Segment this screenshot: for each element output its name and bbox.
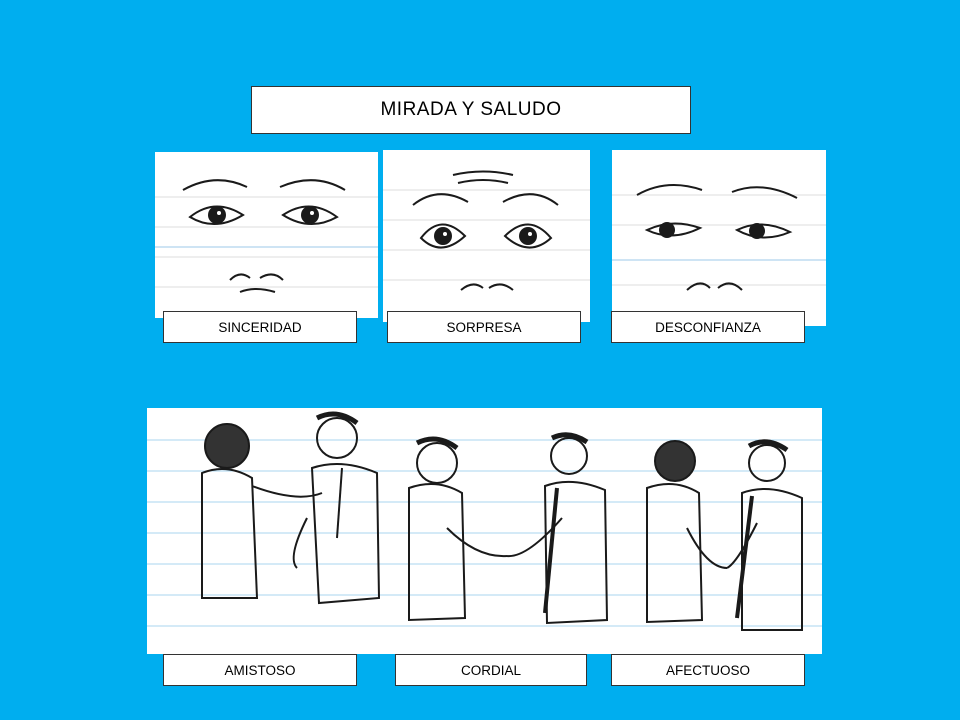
sincere-eyes-drawing <box>155 152 378 318</box>
distrustful-eyes-drawing <box>612 150 826 326</box>
label-desconfianza: DESCONFIANZA <box>611 311 805 343</box>
label-sinceridad: SINCERIDAD <box>163 311 357 343</box>
slide-title: MIRADA Y SALUDO <box>251 86 691 134</box>
label-sorpresa: SORPRESA <box>387 311 581 343</box>
cordial-handshake-drawing <box>408 432 609 625</box>
friendly-greeting-drawing <box>201 411 381 605</box>
label-amistoso: AMISTOSO <box>163 654 357 686</box>
label-cordial: CORDIAL <box>395 654 587 686</box>
affectionate-handshake-drawing <box>646 439 803 631</box>
greetings-drawing <box>147 408 822 654</box>
surprised-eyes-drawing <box>383 150 590 322</box>
label-afectuoso: AFECTUOSO <box>611 654 805 686</box>
